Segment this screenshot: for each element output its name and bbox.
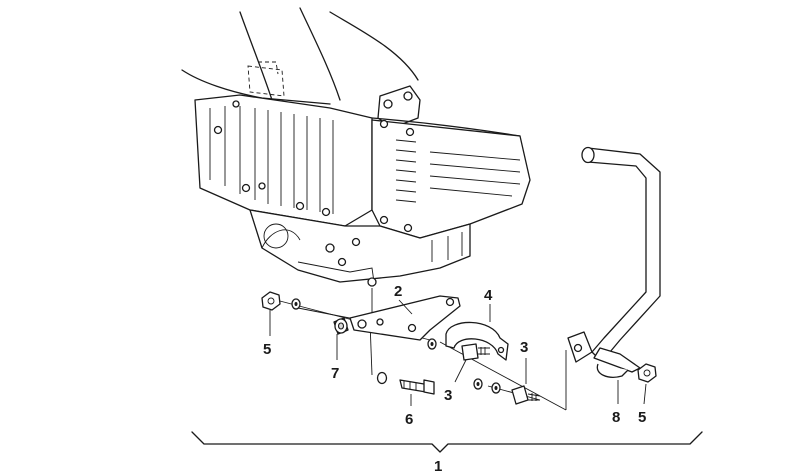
callout-3-left: 3 bbox=[444, 387, 452, 404]
mounting-hardware-drawing bbox=[261, 288, 567, 411]
callout-labels: 1 2 3 3 4 5 5 6 7 8 bbox=[263, 283, 646, 473]
callout-3-right: 3 bbox=[520, 339, 528, 356]
crash-bar-drawing bbox=[567, 146, 661, 383]
assembly-brace bbox=[191, 431, 703, 453]
callout-4: 4 bbox=[484, 287, 493, 304]
callout-5-left: 5 bbox=[263, 341, 271, 358]
callout-1: 1 bbox=[434, 458, 442, 473]
callout-2: 2 bbox=[394, 283, 402, 300]
callout-8: 8 bbox=[612, 409, 620, 426]
callout-5-right: 5 bbox=[638, 409, 646, 426]
callout-7: 7 bbox=[331, 365, 339, 382]
callout-6: 6 bbox=[405, 411, 413, 428]
engine-block-drawing bbox=[181, 7, 531, 287]
callout-leader-lines bbox=[269, 299, 647, 406]
